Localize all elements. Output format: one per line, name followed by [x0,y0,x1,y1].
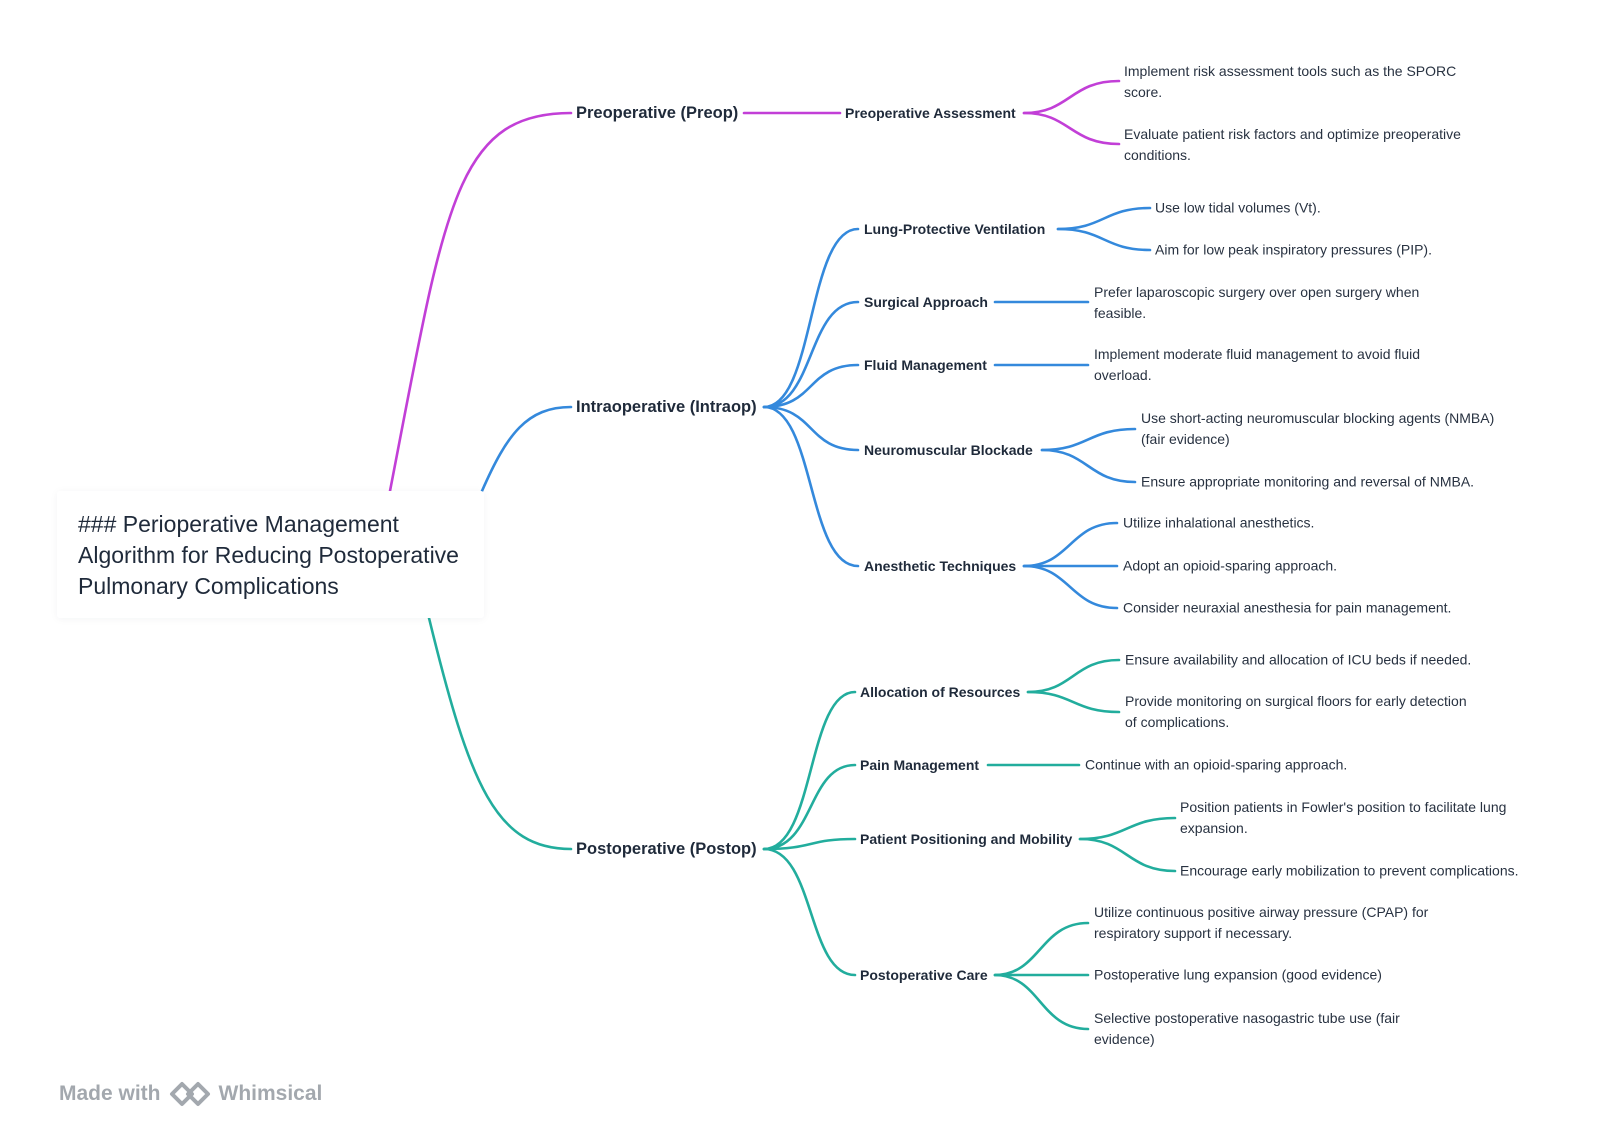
whimsical-logo-icon [169,1082,210,1106]
edge-postop-postoperative-care [762,847,857,977]
branch-postop[interactable]: Postoperative (Postop) [576,840,757,858]
made-with-whimsical-badge[interactable]: Made with Whimsical [59,1079,322,1109]
node-lung-protective-ventilation[interactable]: Lung-Protective Ventilation [864,221,1046,237]
branch-intraop[interactable]: Intraoperative (Intraop) [576,398,757,416]
edge-care-item-3 [993,973,1090,1031]
leaf-lung-expansion[interactable]: Postoperative lung expansion (good evide… [1094,966,1382,983]
leaf-floor-monitoring[interactable]: Provide monitoring on surgical floors fo… [1125,693,1467,730]
edge-postop-positioning-mobility [762,837,857,851]
edge-anesthetic-item-3 [1022,564,1119,610]
leaf-low-peak-pressures[interactable]: Aim for low peak inspiratory pressures (… [1155,241,1432,258]
edge-blockade-item-2 [1040,448,1137,484]
edge-allocation-item-2 [1026,690,1121,714]
edge-ventilation-item-2 [1056,227,1152,252]
node-pain-management[interactable]: Pain Management [860,757,980,773]
edge-anesthetic-item-1 [1022,521,1119,568]
leaf-opioid-sparing-intraop[interactable]: Adopt an opioid-sparing approach. [1123,557,1338,574]
leaf-evaluate-risk-factors[interactable]: Evaluate patient risk factors and optimi… [1124,126,1461,163]
branch-preop[interactable]: Preoperative (Preop) [576,104,739,122]
edge-intraop-surgical-approach [762,300,860,409]
node-anesthetic-techniques[interactable]: Anesthetic Techniques [864,558,1017,574]
leaf-opioid-sparing-postop[interactable]: Continue with an opioid-sparing approach… [1085,756,1348,773]
edge-root-intraop [480,405,573,493]
edge-positioning-item-2 [1078,837,1177,873]
leaf-cpap[interactable]: Utilize continuous positive airway press… [1094,904,1429,941]
leaf-fowlers-position[interactable]: Position patients in Fowler's position t… [1180,799,1507,836]
edge-postop-allocation-of-resources [762,690,857,851]
edge-care-item-1 [993,921,1090,977]
leaf-early-mobilization[interactable]: Encourage early mobilization to prevent … [1180,862,1519,879]
root-title: ### Perioperative Management Algorithm f… [78,511,459,599]
leaf-nasogastric-tube[interactable]: Selective postoperative nasogastric tube… [1094,1010,1400,1047]
node-preoperative-assessment[interactable]: Preoperative Assessment [845,105,1016,121]
edge-assessment-item-2 [1022,111,1121,146]
leaf-moderate-fluid[interactable]: Implement moderate fluid management to a… [1094,346,1421,383]
root-node[interactable]: ### Perioperative Management Algorithm f… [57,491,484,618]
node-postoperative-care[interactable]: Postoperative Care [860,967,988,983]
edge-positioning-item-1 [1078,816,1177,841]
edge-root-postop [427,616,573,851]
edge-ventilation-item-1 [1056,206,1152,231]
edge-intraop-neuromuscular-blockade [762,405,860,452]
node-surgical-approach[interactable]: Surgical Approach [864,294,988,310]
leaf-low-tidal-volumes[interactable]: Use low tidal volumes (Vt). [1155,199,1321,216]
leaf-prefer-laparoscopic[interactable]: Prefer laparoscopic surgery over open su… [1094,284,1420,321]
leaf-inhalational-anesthetics[interactable]: Utilize inhalational anesthetics. [1123,514,1315,531]
node-fluid-management[interactable]: Fluid Management [864,357,987,373]
edge-root-preop [388,111,573,493]
made-with-label: Made with [59,1082,161,1105]
edge-intraop-lung-protective-ventilation [762,227,860,409]
whimsical-brand-label: Whimsical [218,1082,323,1105]
edge-blockade-item-1 [1040,427,1137,452]
edge-intraop-anesthetic-techniques [762,405,860,568]
edge-assessment-item-1 [1022,79,1121,115]
edge-postop-pain-management [762,763,857,851]
node-patient-positioning-mobility[interactable]: Patient Positioning and Mobility [860,831,1073,847]
node-allocation-of-resources[interactable]: Allocation of Resources [860,684,1021,700]
edge-allocation-item-1 [1026,658,1121,694]
leaf-icu-beds[interactable]: Ensure availability and allocation of IC… [1125,651,1472,668]
leaf-nmba-monitoring-reversal[interactable]: Ensure appropriate monitoring and revers… [1141,473,1475,490]
leaf-risk-assessment-tools[interactable]: Implement risk assessment tools such as … [1124,63,1457,100]
edge-intraop-fluid-management [762,363,860,409]
leaf-short-acting-nmba[interactable]: Use short-acting neuromuscular blocking … [1141,410,1495,447]
leaf-neuraxial-anesthesia[interactable]: Consider neuraxial anesthesia for pain m… [1123,599,1452,616]
node-neuromuscular-blockade[interactable]: Neuromuscular Blockade [864,442,1033,458]
